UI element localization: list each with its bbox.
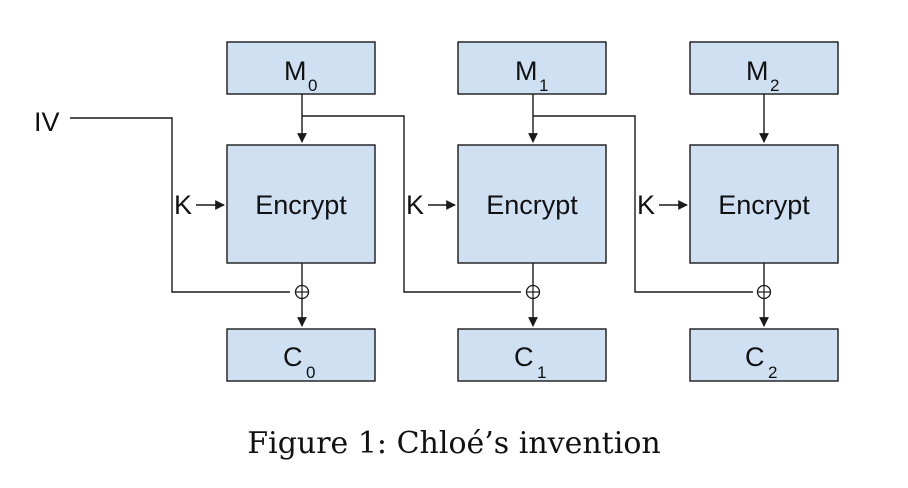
key-label-1: K: [406, 190, 424, 220]
figure-caption: Figure 1: Chloé’s invention: [247, 426, 661, 461]
block-2: M 2 Encrypt K C 2: [637, 41, 839, 382]
ciphertext-box-1: [457, 328, 607, 382]
ciphertext-box-2: [689, 328, 839, 382]
ciphertext-box-0: [226, 328, 376, 382]
iv-label: IV: [34, 107, 60, 137]
plaintext-label-2: M: [746, 56, 769, 86]
plaintext-label-0: M: [284, 56, 307, 86]
encrypt-label-1: Encrypt: [486, 190, 578, 220]
plaintext-box-0: [226, 41, 376, 95]
plaintext-box-2: [689, 41, 839, 95]
key-label-0: K: [174, 190, 192, 220]
xor-icon: [294, 284, 310, 300]
encrypt-label-0: Encrypt: [255, 190, 347, 220]
key-label-2: K: [637, 190, 655, 220]
plaintext-label-1: M: [515, 56, 538, 86]
ciphertext-label-1: C: [514, 342, 534, 372]
encrypt-box-2: [689, 144, 839, 264]
xor-icon: [525, 284, 541, 300]
ciphertext-subscript-2: 2: [768, 363, 777, 382]
encrypt-label-2: Encrypt: [718, 190, 810, 220]
ciphertext-label-2: C: [745, 342, 765, 372]
ciphertext-subscript-0: 0: [306, 363, 315, 382]
block-1: M 1 Encrypt K C 1: [406, 41, 607, 382]
encrypt-box-1: [457, 144, 607, 264]
plaintext-subscript-0: 0: [308, 76, 317, 95]
ciphertext-label-0: C: [283, 342, 303, 372]
plaintext-box-1: [457, 41, 607, 95]
plaintext-subscript-1: 1: [539, 76, 548, 95]
iv-wire: [70, 117, 290, 293]
block-0: M 0 Encrypt K C 0: [174, 41, 376, 382]
plaintext-subscript-2: 2: [770, 76, 779, 95]
m0-chain-wire: [302, 115, 521, 293]
ciphertext-subscript-1: 1: [537, 363, 546, 382]
m1-chain-wire: [533, 115, 753, 293]
encrypt-box-0: [226, 144, 376, 264]
xor-icon: [756, 284, 772, 300]
